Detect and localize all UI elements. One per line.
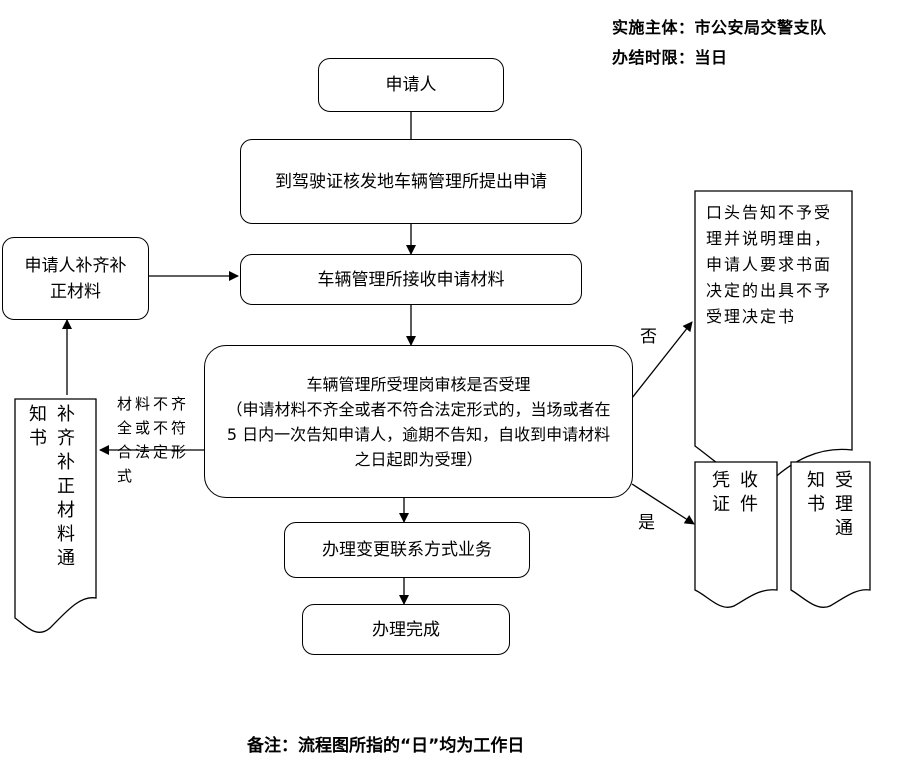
yes-label: 是 <box>638 513 655 533</box>
supplement-notice-text: 补齐补正材料通知书 <box>26 404 75 572</box>
submit-application-box: 到驾驶证核发地车辆管理所提出申请 <box>240 139 582 224</box>
footer-note: 备注：流程图所指的“日”均为工作日 <box>247 736 525 756</box>
applicant-label: 申请人 <box>385 75 437 95</box>
supplement-materials-box: 申请人补齐补正材料 <box>2 237 149 320</box>
supplement-materials-label: 申请人补齐补正材料 <box>24 255 127 302</box>
rejection-notice-text: 口头告知不予受理并说明理由，申请人要求书面决定的出具不予受理决定书 <box>706 203 833 326</box>
arrow-review-to-rejection <box>631 321 693 399</box>
incomplete-materials-label: 材料不齐全或不符合法定形式 <box>117 395 190 485</box>
arrow-review-to-receipt <box>631 483 695 525</box>
acceptance-notice-text: 受理通知书 <box>804 470 853 542</box>
process-business-box: 办理变更联系方式业务 <box>284 522 530 578</box>
review-decision-box: 车辆管理所受理岗审核是否受理 （申请材料不齐全或者不符合法定形式的，当场或者在 … <box>204 345 633 498</box>
receipt-text: 收件凭证 <box>709 470 758 518</box>
no-label: 否 <box>640 327 657 347</box>
implementer-label: 实施主体：市公安局交警支队 <box>612 18 827 37</box>
acceptance-notice-shape <box>790 461 871 608</box>
review-title: 车辆管理所受理岗审核是否受理 <box>306 374 531 394</box>
submit-application-label: 到驾驶证核发地车辆管理所提出申请 <box>275 171 547 192</box>
time-limit-label: 办结时限：当日 <box>612 48 728 67</box>
process-business-label: 办理变更联系方式业务 <box>322 540 492 560</box>
complete-box: 办理完成 <box>302 604 510 655</box>
review-detail: （申请材料不齐全或者不符合法定形式的，当场或者在 5 日内一次告知申请人，逾期不… <box>226 399 611 469</box>
supplement-notice-shape <box>14 398 97 633</box>
complete-label: 办理完成 <box>372 619 440 640</box>
applicant-box: 申请人 <box>318 58 504 112</box>
receipt-shape <box>694 461 778 608</box>
receive-materials-box: 车辆管理所接收申请材料 <box>240 254 582 305</box>
receive-materials-label: 车辆管理所接收申请材料 <box>317 269 505 290</box>
